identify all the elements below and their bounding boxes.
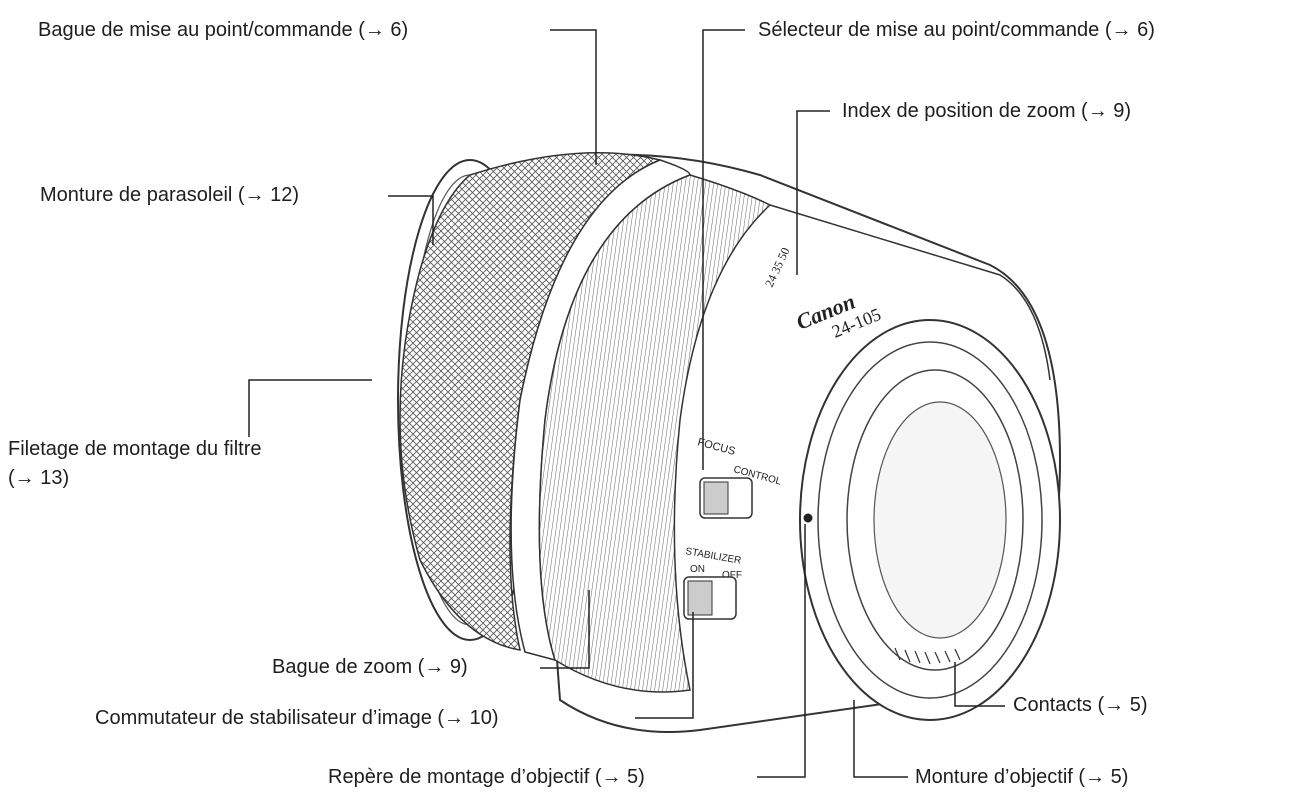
off-label: OFF (722, 570, 742, 581)
leader-contacts (954, 662, 1005, 707)
leader-filter-thread (248, 379, 372, 437)
leader-lens-mount (853, 700, 908, 778)
label-zoom-position-index: Index de position de zoom (→ 9) (842, 100, 1132, 122)
zoom-ring-shape (538, 174, 772, 693)
leader-lines (248, 29, 1005, 778)
leader-zoom-ring (540, 590, 590, 669)
leader-zoom-index (796, 110, 830, 275)
label-stabilizer-switch: Commutateur de stabilisateur d’image (→ … (95, 707, 499, 729)
leader-mount-index (757, 524, 806, 778)
label-zoom-ring: Bague de zoom (→ 9) (272, 656, 468, 678)
label-filter-thread-line1: Filetage de montage du filtre (8, 438, 262, 460)
on-label: ON (690, 564, 705, 575)
contacts-shape (894, 647, 961, 665)
label-filter-thread-line2: (→ 13) (8, 467, 70, 489)
leader-stabilizer (635, 612, 694, 719)
label-hood-mount: Monture de parasoleil (→ 12) (40, 184, 300, 206)
label-contacts: Contacts (→ 5) (1013, 694, 1148, 716)
label-focus-control-ring: Bague de mise au point/commande (→ 6) (38, 19, 409, 41)
leader-focus-ring (550, 29, 597, 165)
label-focus-control-switch: Sélecteur de mise au point/commande (→ 6… (758, 19, 1155, 41)
label-mount-index: Repère de montage d’objectif (→ 5) (328, 766, 645, 788)
label-lens-mount: Monture d’objectif (→ 5) (915, 766, 1129, 788)
leader-focus-switch (702, 29, 745, 470)
leader-hood-mount (388, 195, 434, 245)
mount-index-dot (803, 513, 813, 523)
